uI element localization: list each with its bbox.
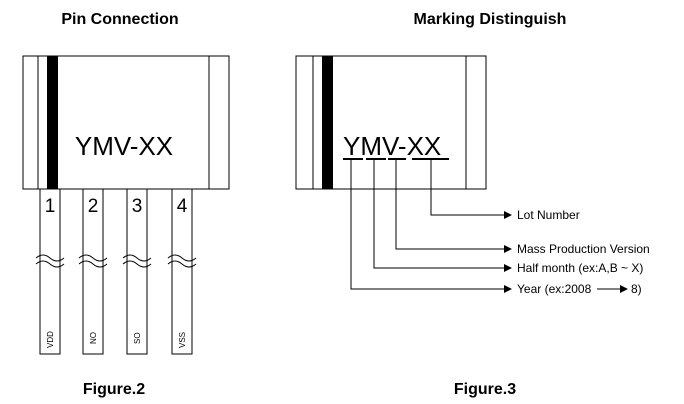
- leader-half-month: [373, 159, 512, 272]
- callout-leaders: [350, 159, 512, 293]
- pin-leads: [35, 188, 197, 355]
- pin-label-2: NO: [89, 332, 98, 344]
- pin-number-4: 4: [177, 196, 188, 217]
- figure-2-caption: Figure.2: [83, 381, 145, 398]
- pin1-indicator-bar: [47, 56, 58, 189]
- callout-year-suffix: 8): [631, 282, 642, 296]
- pin1-indicator-bar-right: [322, 56, 333, 189]
- pin-number-3: 3: [132, 196, 143, 217]
- figure-3-caption: Figure.3: [454, 381, 516, 398]
- callout-half-month: Half month (ex:A,B ~ X): [517, 261, 643, 275]
- pin-number-1: 1: [45, 196, 56, 217]
- chip-body-right: [295, 55, 487, 190]
- chip-marking-left: YMV-XX: [75, 131, 173, 161]
- leader-version: [395, 159, 512, 253]
- chip-body-left: [22, 55, 230, 190]
- pin-lead-3: [122, 188, 152, 355]
- pin-lead-4: [167, 188, 197, 355]
- pin-label-4: VSS: [178, 332, 187, 348]
- pin-number-2: 2: [88, 196, 99, 217]
- pin-label-3: SO: [133, 332, 142, 344]
- callout-mass-production-version: Mass Production Version: [517, 242, 650, 256]
- pin-connection-title: Pin Connection: [61, 11, 178, 28]
- chip-marking-right: YMV-XX: [343, 131, 441, 161]
- callout-year-prefix: Year (ex:2008: [517, 282, 592, 296]
- marking-distinguish-title: Marking Distinguish: [414, 11, 567, 28]
- pin-lead-2: [78, 188, 108, 355]
- callout-lot-number: Lot Number: [517, 208, 580, 222]
- pin-lead-1: [35, 188, 65, 355]
- pin-label-1: VDD: [46, 331, 55, 348]
- leader-lot-number: [430, 159, 512, 219]
- leader-year: [350, 159, 512, 293]
